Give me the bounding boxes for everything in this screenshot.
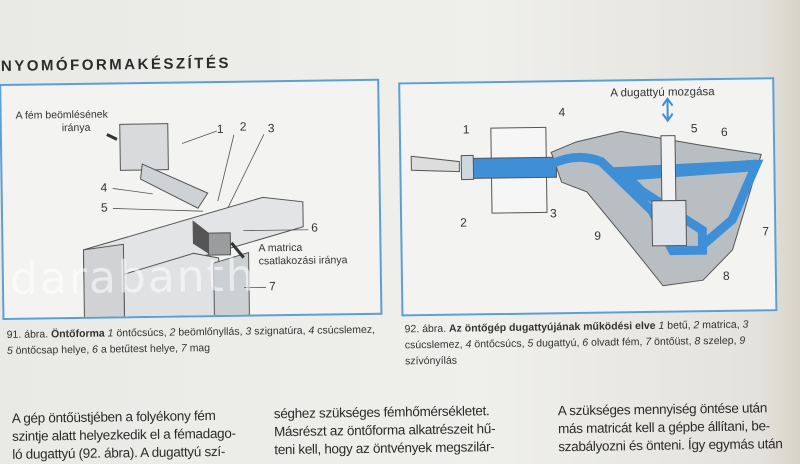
item-text: csúcslemez, (405, 339, 463, 352)
item-number: 8 (694, 335, 700, 347)
item-number: 4 (465, 338, 471, 350)
matrix-label-2: csatlakozási iránya (259, 254, 348, 267)
callout-2: 2 (460, 217, 467, 230)
caption-item: 2 beömlőnyllás, (167, 326, 243, 339)
figure-91-frame: darabanth A fém beömlésének iránya A mat… (0, 79, 382, 320)
figure-92-frame: A dugattyú mozgása 1 2 3 4 5 6 7 8 9 (398, 77, 777, 316)
item-text: dugattyú, (536, 337, 579, 350)
text-line: szintje alatt helyezkedik el a fémadago- (12, 424, 266, 446)
item-number: 3 (742, 319, 748, 331)
caption-title: Az öntőgép dugattyújának működési elve (449, 320, 656, 335)
callout-5: 5 (101, 202, 108, 215)
item-text: betű, (667, 319, 691, 331)
callout-5: 5 (691, 122, 698, 135)
callout-6: 6 (721, 126, 728, 139)
caption-item: 1 öntőcsúcs, (108, 327, 167, 340)
item-text: mag (190, 342, 211, 354)
item-number: 5 (7, 345, 13, 357)
caption-item: 6 a betűtest helye, (89, 343, 178, 356)
item-text: csúcslemez, (317, 324, 375, 337)
item-text: öntőcsap helye, (16, 344, 90, 357)
caption-item: 5 öntőcsap helye, (7, 344, 89, 357)
caption-item: 5 dugattyú, (524, 337, 579, 350)
callout-4: 4 (559, 106, 566, 119)
body-column-1: A gép öntőüstjében a folyékony fém szint… (12, 406, 267, 464)
figure-92-caption: 92. ábra. Az öntőgép dugattyújának működ… (405, 316, 781, 369)
item-text: szívónyílás (405, 355, 457, 368)
item-number: 9 (739, 335, 745, 347)
caption-number: 92. ábra. (405, 323, 447, 336)
item-text: matrica, (702, 319, 740, 332)
caption-item: 7 mag (178, 342, 210, 354)
text-line: szabályozni és önteni. Így egymás után (558, 435, 800, 456)
callout-9: 9 (594, 230, 601, 243)
item-text: öntőcsúcs, (474, 338, 524, 351)
callout-4: 4 (101, 182, 108, 195)
item-number: 6 (92, 344, 98, 356)
inflow-label: A fém beömlésének (16, 109, 108, 122)
item-number: 4 (308, 325, 314, 337)
caption-item: 3 szignatúra, (242, 325, 305, 338)
callout-3: 3 (550, 207, 557, 220)
caption-item: 8 szelep, (691, 335, 736, 348)
watermark: darabanth (10, 252, 257, 303)
body-column-2: séghez szükséges fémhőmérsékletet. Másré… (274, 401, 549, 459)
callout-3: 3 (268, 122, 275, 135)
caption-title: Öntőforma (51, 328, 105, 341)
caption-item: 7 öntőüst, (642, 335, 691, 348)
item-text: öntőcsúcs, (116, 327, 166, 340)
callout-7: 7 (269, 280, 276, 293)
item-number: 1 (658, 320, 664, 332)
piston-mechanism-drawing (400, 79, 775, 314)
arrow-icon (107, 134, 117, 139)
item-number: 3 (245, 326, 251, 338)
item-number: 7 (645, 336, 651, 348)
text-line: teni kell, hogy az öntvények megszilár- (274, 437, 548, 459)
inflow-label-2: iránya (62, 122, 91, 134)
item-number: 2 (169, 327, 175, 339)
item-text: öntőüst, (654, 335, 692, 348)
caption-item: 2 matrica, (690, 319, 739, 332)
body-column-3: A szükséges mennyiség öntése után más ma… (558, 399, 800, 456)
caption-number: 91. ábra. (7, 328, 49, 341)
motion-label: A dugattyú mozgása (610, 86, 714, 99)
caption-item: 6 olvadt fém, (579, 336, 642, 349)
item-number: 2 (693, 319, 699, 331)
callout-1: 1 (463, 123, 470, 136)
item-text: olvadt fém, (591, 336, 643, 349)
item-number: 7 (181, 342, 187, 354)
callout-6: 6 (311, 222, 318, 235)
callout-1: 1 (217, 123, 224, 136)
item-number: 5 (527, 338, 533, 350)
callout-2: 2 (240, 121, 247, 134)
item-text: szignatúra, (254, 325, 306, 338)
item-number: 1 (108, 327, 114, 339)
item-text: beömlőnyllás, (178, 326, 242, 339)
callout-8: 8 (723, 270, 730, 283)
item-text: a betűtest helye, (101, 343, 178, 356)
text-line: ló dugattyú (92. ábra). A dugattyú szí- (12, 442, 266, 464)
matrix-label: A matrica (258, 242, 302, 255)
caption-item: 4 öntőcsúcs, (463, 338, 525, 351)
caption-item: 1 betű, (658, 319, 690, 331)
page-heading: NYOMÓFORMAKÉSZÍTÉS (1, 55, 231, 75)
caption-item: 4 csúcslemez, (305, 324, 375, 337)
book-page: NYOMÓFORMAKÉSZÍTÉS darabanth (0, 0, 800, 453)
callout-7: 7 (762, 225, 769, 238)
item-number: 6 (582, 337, 588, 349)
figure-91-caption: 91. ábra. Öntőforma 1 öntőcsúcs, 2 beöml… (7, 322, 377, 359)
item-text: szelep, (703, 335, 736, 347)
